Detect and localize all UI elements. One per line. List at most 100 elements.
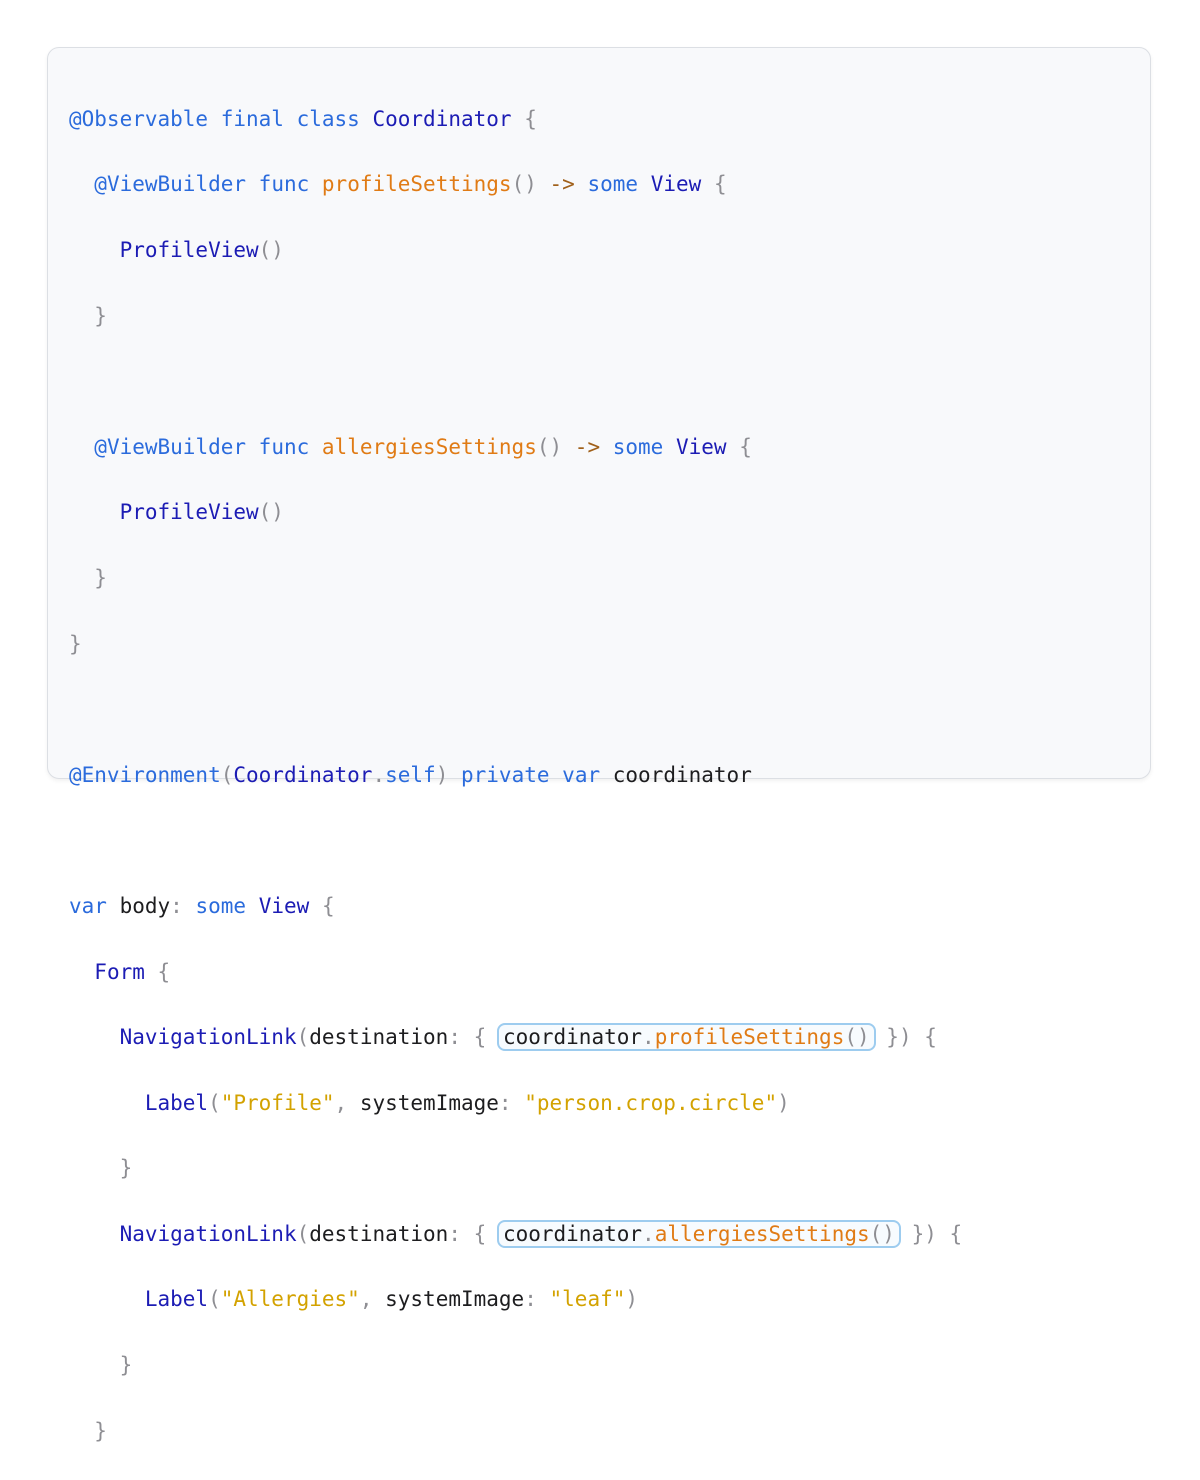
highlighted-expression: coordinator.profileSettings()	[496, 1023, 876, 1052]
token-attribute: @ViewBuilder	[94, 434, 247, 459]
token-keyword: self	[385, 762, 436, 787]
token-brace: {	[473, 1221, 487, 1246]
token-colon: :	[498, 1090, 512, 1115]
code-line-15: NavigationLink(destination: { coordinato…	[69, 1021, 962, 1054]
token-brace: {	[949, 1221, 963, 1246]
token-type: View	[650, 172, 702, 197]
code-line-16: Label("Profile", systemImage: "person.cr…	[69, 1087, 962, 1120]
token-keyword: var	[69, 893, 107, 918]
token-parens: ()	[258, 237, 284, 262]
token-parens: ()	[869, 1221, 895, 1246]
token-paren: )	[625, 1287, 639, 1312]
code-line-14: Form {	[69, 956, 962, 989]
token-type: NavigationLink	[119, 1221, 297, 1246]
token-brace: }	[94, 303, 107, 328]
code-line-2: @ViewBuilder func profileSettings() -> s…	[69, 168, 962, 201]
token-string: "Profile"	[220, 1090, 335, 1115]
token-comma: ,	[359, 1287, 373, 1312]
token-paren: (	[296, 1025, 310, 1050]
token-attribute: @ViewBuilder	[94, 172, 247, 197]
token-brace: }	[119, 1353, 133, 1378]
token-colon: :	[170, 893, 183, 918]
token-colon: :	[524, 1287, 537, 1312]
token-identifier: coordinator	[502, 1221, 643, 1246]
token-brace: }	[119, 1156, 133, 1181]
token-keyword: func	[258, 172, 310, 197]
token-identifier: destination	[309, 1025, 449, 1050]
token-type: ProfileView	[119, 237, 259, 262]
token-comma: ,	[334, 1090, 348, 1115]
code-line-1: @Observable final class Coordinator {	[69, 103, 962, 136]
code-line-6: @ViewBuilder func allergiesSettings() ->…	[69, 431, 962, 464]
token-type: NavigationLink	[119, 1025, 297, 1050]
token-brace: }	[94, 1418, 107, 1443]
code-line-18: NavigationLink(destination: { coordinato…	[69, 1218, 962, 1251]
token-brace: {	[524, 106, 537, 131]
code-line-13: var body: some View {	[69, 890, 962, 923]
token-paren: (	[208, 1287, 221, 1312]
code-line-19: Label("Allergies", systemImage: "leaf")	[69, 1283, 962, 1316]
token-type: Label	[144, 1090, 209, 1115]
token-brace: })	[911, 1221, 937, 1246]
token-identifier: body	[119, 893, 171, 918]
token-function: profileSettings	[321, 172, 512, 197]
token-attribute: @Observable	[69, 106, 209, 131]
code-block: @Observable final class Coordinator { @V…	[69, 70, 962, 1480]
token-brace: }	[69, 631, 82, 656]
code-line-20: }	[69, 1349, 962, 1382]
token-dot: .	[642, 1025, 655, 1050]
token-brace: {	[321, 893, 335, 918]
token-paren: )	[435, 762, 449, 787]
token-paren: (	[208, 1090, 221, 1115]
token-parens: ()	[511, 172, 537, 197]
token-type: Coordinator	[372, 106, 512, 131]
token-brace: {	[157, 959, 171, 984]
token-string: "Allergies"	[220, 1287, 360, 1312]
token-parens: ()	[844, 1025, 870, 1050]
token-brace: }	[94, 565, 107, 590]
token-brace: {	[924, 1025, 937, 1050]
token-brace: {	[713, 172, 727, 197]
code-line-17: }	[69, 1152, 962, 1185]
token-dot: .	[642, 1221, 655, 1246]
highlighted-expression: coordinator.allergiesSettings()	[496, 1219, 901, 1248]
token-paren: (	[296, 1221, 310, 1246]
token-type: View	[675, 434, 727, 459]
token-keyword: some	[195, 893, 247, 918]
token-identifier: systemImage	[385, 1287, 525, 1312]
token-keyword: some	[612, 434, 664, 459]
code-line-3: ProfileView()	[69, 234, 962, 267]
token-function: profileSettings	[654, 1025, 845, 1050]
token-type: Coordinator	[233, 762, 373, 787]
token-colon: :	[448, 1221, 461, 1246]
token-type: ProfileView	[119, 500, 259, 525]
token-arrow: ->	[549, 172, 575, 197]
code-line-10	[69, 693, 962, 726]
token-type: Form	[94, 959, 145, 984]
code-line-4: }	[69, 300, 962, 333]
token-arrow: ->	[574, 434, 601, 459]
code-line-8: }	[69, 562, 962, 595]
token-string: "person.crop.circle"	[524, 1090, 778, 1115]
token-identifier: systemImage	[359, 1090, 499, 1115]
token-paren: (	[220, 762, 234, 787]
token-keyword: class	[296, 106, 360, 131]
token-type: View	[258, 893, 310, 918]
token-brace: })	[886, 1025, 912, 1050]
token-parens: ()	[258, 500, 284, 525]
token-keyword: func	[258, 434, 310, 459]
token-parens: ()	[536, 434, 563, 459]
token-function: allergiesSettings	[654, 1221, 870, 1246]
token-keyword: private	[461, 762, 550, 787]
token-identifier: coordinator	[502, 1025, 643, 1050]
code-line-9: }	[69, 628, 962, 661]
token-keyword: some	[587, 172, 639, 197]
code-line-7: ProfileView()	[69, 496, 962, 529]
token-dot: .	[372, 762, 386, 787]
code-line-5	[69, 365, 962, 398]
code-card	[47, 47, 1151, 779]
token-identifier: destination	[309, 1221, 449, 1246]
token-type: Label	[144, 1287, 209, 1312]
token-brace: {	[473, 1025, 487, 1050]
token-function: allergiesSettings	[321, 434, 537, 459]
